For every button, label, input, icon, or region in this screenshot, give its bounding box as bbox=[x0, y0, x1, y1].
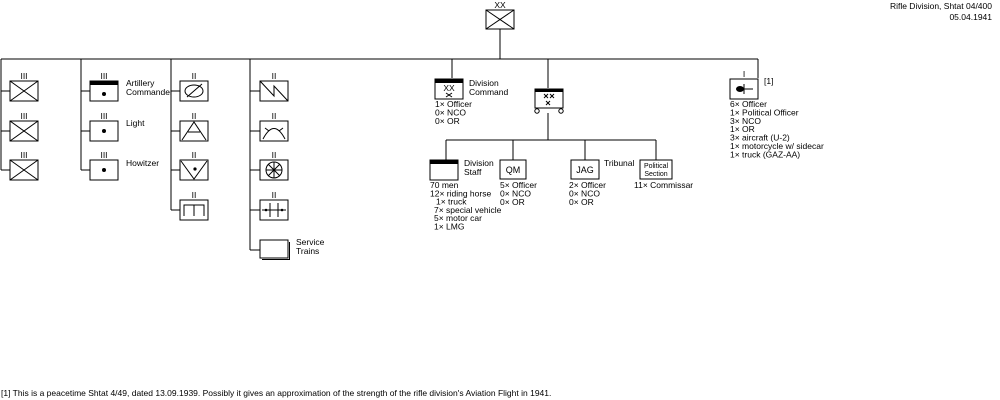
tribunal: JAG Tribunal 2× Officer 0× NCO 0× OR bbox=[569, 158, 635, 207]
echelon-mark: II bbox=[272, 71, 277, 81]
echelon-mark: II bbox=[272, 111, 277, 121]
chart-title: Rifle Division, Shtat 04/400 bbox=[890, 1, 992, 11]
service-trains-label-1: Service bbox=[296, 237, 325, 247]
division-symbol: XX bbox=[485, 0, 515, 30]
echelon-mark: II bbox=[192, 190, 197, 200]
artillery-icon bbox=[102, 129, 106, 133]
echelon-mark: II bbox=[272, 150, 277, 160]
howitzer-artillery-regiment: III Howitzer bbox=[89, 150, 159, 181]
rifle-regiment-2: III bbox=[9, 111, 39, 142]
echelon-mark: I bbox=[743, 69, 745, 79]
political-section: Political Section 11× Commissar bbox=[634, 159, 693, 190]
engineer-battalion: II bbox=[179, 190, 209, 221]
division-command-label-2: Command bbox=[469, 87, 508, 97]
echelon-mark: III bbox=[20, 71, 27, 81]
medical-icon bbox=[265, 161, 283, 179]
qm-strength: 5× Officer 0× NCO 0× OR bbox=[500, 180, 539, 207]
artillery-commander: III Artillery Commander bbox=[89, 71, 173, 102]
artillery-commander-label-2: Commander bbox=[126, 87, 173, 97]
transport-battalion: II bbox=[259, 190, 289, 221]
political-section-strength: 11× Commissar bbox=[634, 180, 693, 190]
service-trains: Service Trains bbox=[259, 237, 325, 260]
chart-date: 05.04.1941 bbox=[949, 12, 992, 22]
light-label: Light bbox=[126, 118, 145, 128]
division-staff-label-2: Staff bbox=[464, 167, 482, 177]
division-staff-strength: 70 men 12× riding horse 1× truck 7× spec… bbox=[430, 180, 504, 232]
light-artillery-regiment: III Light bbox=[89, 111, 145, 142]
aviation-icon bbox=[736, 84, 753, 94]
chemical-icon bbox=[262, 127, 286, 140]
echelon-mark: III bbox=[100, 111, 107, 121]
echelon-mark: III bbox=[100, 150, 107, 160]
division-command-label-1: Division bbox=[469, 78, 499, 88]
tribunal-strength: 2× Officer 0× NCO 0× OR bbox=[569, 180, 608, 207]
transport-icon bbox=[262, 203, 286, 217]
echelon-mark: II bbox=[192, 111, 197, 121]
howitzer-label: Howitzer bbox=[126, 158, 159, 168]
aviation-flight: I [1] 6× Officer 1× Political Officer 3×… bbox=[729, 69, 826, 159]
echelon-mark: III bbox=[20, 111, 27, 121]
artillery-icon bbox=[102, 168, 106, 172]
chemical-battalion: II bbox=[259, 111, 289, 142]
echelon-mark: II bbox=[192, 150, 197, 160]
footnote: [1] This is a peacetime Shtat 4/49, date… bbox=[1, 388, 551, 398]
service-trains-label-2: Trains bbox=[296, 246, 319, 256]
signals-battalion: II bbox=[259, 71, 289, 102]
reconnaissance-icon bbox=[180, 160, 208, 180]
anti-tank-battalion: II bbox=[179, 71, 209, 102]
quartermaster: QM 5× Officer 0× NCO 0× OR bbox=[499, 159, 539, 207]
medical-battalion: II bbox=[259, 150, 289, 181]
political-section-label-1: Political bbox=[644, 163, 669, 170]
aviation-note: [1] bbox=[764, 76, 773, 86]
artillery-icon bbox=[102, 92, 106, 96]
rifle-regiment-3: III bbox=[9, 150, 39, 181]
anti-aircraft-battalion: II bbox=[179, 111, 209, 142]
reconnaissance-battalion: II bbox=[179, 150, 209, 181]
political-section-label-2: Section bbox=[644, 171, 667, 178]
echelon-mark: II bbox=[272, 190, 277, 200]
aviation-strength: 6× Officer 1× Political Officer 3× NCO 1… bbox=[730, 99, 826, 159]
division-staff-label-1: Division bbox=[464, 158, 494, 168]
tribunal-label: Tribunal bbox=[604, 158, 635, 168]
rifle-regiment-1: III bbox=[9, 71, 39, 102]
signals-icon bbox=[259, 80, 289, 102]
echelon-mark: II bbox=[192, 71, 197, 81]
anti-aircraft-icon bbox=[181, 121, 207, 141]
division-command: XX Division Command 1× Officer 0× NCO 0×… bbox=[434, 78, 508, 126]
jag-abbr: JAG bbox=[576, 165, 594, 175]
echelon-mark: III bbox=[100, 71, 107, 81]
division-command-strength: 1× Officer 0× NCO 0× OR bbox=[435, 99, 474, 126]
echelon-mark: XX bbox=[443, 83, 455, 93]
echelon-mark: III bbox=[20, 150, 27, 160]
qm-abbr: QM bbox=[506, 165, 521, 175]
anti-tank-icon bbox=[184, 83, 204, 98]
connector-lines bbox=[0, 29, 759, 251]
artillery-commander-label-1: Artillery bbox=[126, 78, 155, 88]
division-headquarters bbox=[534, 88, 564, 114]
division-staff: Division Staff 70 men 12× riding horse 1… bbox=[429, 158, 504, 232]
division-echelon: XX bbox=[494, 0, 506, 10]
